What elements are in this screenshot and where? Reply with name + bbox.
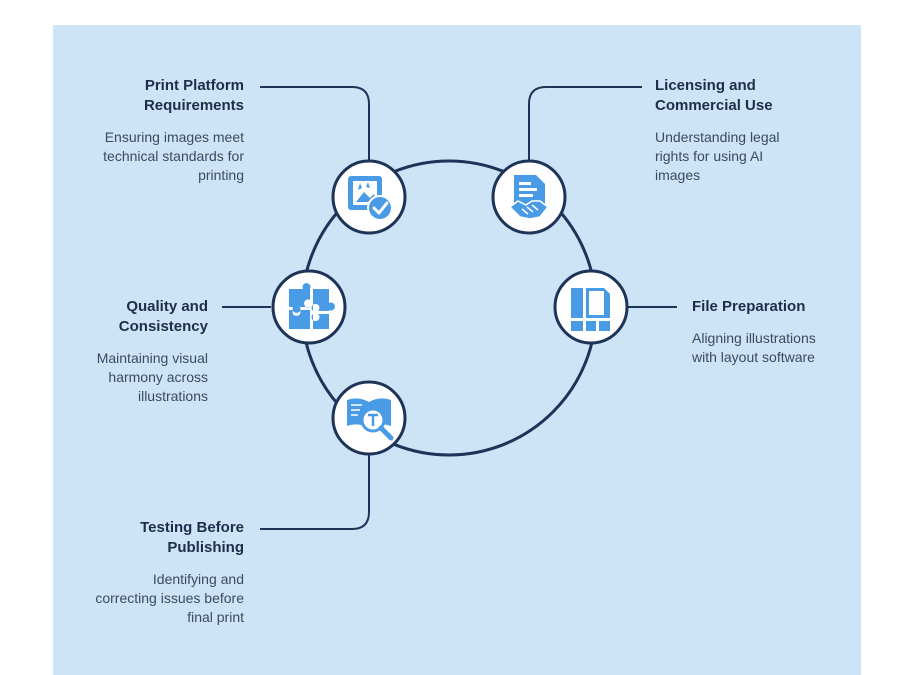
image-check-icon	[348, 176, 393, 221]
licensing-title: Licensing and Commercial Use	[655, 77, 773, 114]
book-magnifier-icon	[347, 398, 394, 441]
file-prep-title: File Preparation	[692, 298, 806, 315]
licensing-description: Understanding legal rights for using AI …	[655, 129, 780, 183]
connector-print-platform	[260, 86, 370, 161]
connector-licensing	[528, 86, 642, 161]
print-platform-title: Print Platform Requirements	[143, 77, 244, 114]
testing-description: Identifying and correcting issues before…	[95, 571, 244, 625]
node-testing	[331, 380, 407, 456]
quality-description: Maintaining visual harmony across illust…	[96, 350, 208, 404]
diagram-background	[53, 25, 861, 675]
layout-grid-icon	[571, 288, 610, 331]
file-prep-description: Aligning illustrations with layout softw…	[692, 330, 816, 365]
print-platform-description: Ensuring images meet technical standards…	[103, 129, 244, 183]
node-print-platform	[331, 159, 407, 235]
testing-title: Testing Before Publishing	[140, 519, 244, 556]
puzzle-icon	[289, 283, 335, 329]
node-quality	[271, 269, 347, 345]
document-handshake-icon	[508, 175, 550, 220]
quality-title: Quality and Consistency	[118, 298, 208, 335]
connector-testing	[260, 455, 370, 530]
node-file-prep	[553, 269, 629, 345]
node-licensing	[491, 159, 567, 235]
